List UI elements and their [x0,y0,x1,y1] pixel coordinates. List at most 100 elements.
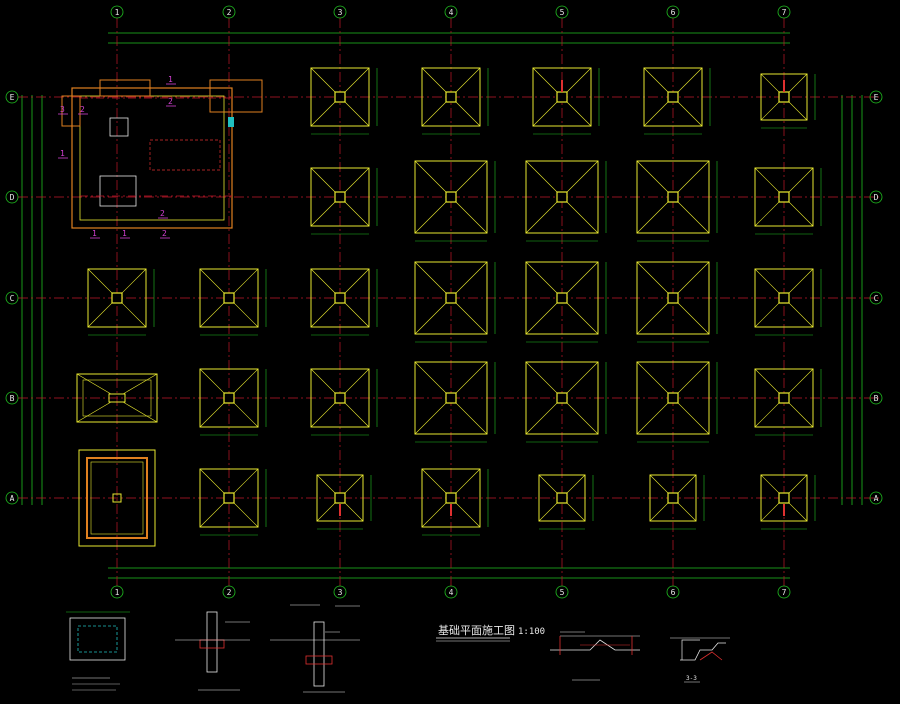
section-marker-5: 1 [92,229,97,238]
footing-7D [754,167,822,235]
axis-bubble-left-B-label: B [10,394,15,403]
axis-bubble-left-E-circle [5,90,19,104]
footing-3B [310,368,378,436]
footing-1A [78,449,156,547]
axis-bubble-top-7-circle [777,5,791,19]
section-marker-6: 2 [160,209,165,218]
axis-bubble-right-D-label: D [874,193,879,202]
axis-bubble-left-D-circle [5,190,19,204]
axis-bubble-top-3-circle [333,5,347,19]
axis-bubble-left-E-label: E [10,93,15,102]
axis-bubble-top-1-label: 1 [115,8,120,17]
footing-2A [199,468,267,536]
pit-top-right-notch [209,79,263,113]
axis-bubble-top-5-label: 5 [560,8,565,17]
axis-bubble-left-C-circle [5,291,19,305]
footing-1C [87,268,155,336]
bottom-dimension-lines [108,567,790,579]
axis-bubble-top-4-circle [444,5,458,19]
footing-6A [649,474,705,530]
section-marker-3: 3 [60,105,65,114]
axis-bubble-bottom-3-label: 3 [338,588,343,597]
axis-bubble-right-C-label: C [874,294,879,303]
axis-bubble-bottom-1-circle [110,585,124,599]
section-marker-7: 2 [162,229,167,238]
plan-title: 基础平面施工图 [438,624,515,637]
footing-4D [414,160,496,242]
axis-bubble-bottom-7-label: 7 [782,588,787,597]
footing-5C [525,261,607,343]
pit-outline [71,87,233,229]
axis-bubble-bottom-4-circle [444,585,458,599]
axis-bubble-left-D-label: D [10,193,15,202]
pit-column-2 [99,175,137,207]
axis-bubble-bottom-2-circle [222,585,236,599]
axis-bubble-right-B-label: B [874,394,879,403]
axis-bubble-bottom-7-circle [777,585,791,599]
right-dimension-lines [841,95,863,505]
pit-inner-outline [79,95,225,221]
axis-bubble-top-1-circle [110,5,124,19]
axis-bubble-left-C-label: C [10,294,15,303]
axis-bubble-top-6-label: 6 [671,8,676,17]
detail-trench-section [550,631,640,681]
axis-bubble-right-C-circle [869,291,883,305]
footing-2C [199,268,267,336]
section-marker-4: 1 [60,149,65,158]
axis-bubble-bottom-1-label: 1 [115,588,120,597]
axis-bubble-bottom-5-circle [555,585,569,599]
plan-scale: 1:100 [518,627,545,637]
axis-bubble-right-E-label: E [874,93,879,102]
axis-bubble-left-B-circle [5,391,19,405]
axis-bubble-bottom-2-label: 2 [227,588,232,597]
footing-3A [316,474,372,530]
footing-5A [538,474,594,530]
section-marker-0: 1 [168,75,173,84]
axis-bubble-top-2-circle [222,5,236,19]
detail-wall-section-2 [270,604,360,693]
pit-dashed-zone [149,139,221,171]
footing-3C [310,268,378,336]
axis-bubble-right-D-circle [869,190,883,204]
detail-e-title: 3-3 [686,675,697,682]
footing-6E [643,67,711,135]
top-dimension-lines [108,32,790,44]
pit-foundation-detail [61,79,263,229]
footing-7C [754,268,822,336]
detail-pit-plan [66,611,130,691]
footing-5B [525,361,607,443]
axis-bubble-top-2-label: 2 [227,8,232,17]
pit-left-notch [61,95,81,127]
axis-bubble-top-3-label: 3 [338,8,343,17]
footing-4B [414,361,496,443]
axis-bubble-bottom-3-circle [333,585,347,599]
axis-bubble-left-A-circle [5,491,19,505]
detail-wall-section-1 [175,611,250,691]
footing-6C [636,261,718,343]
axis-bubble-bottom-6-label: 6 [671,588,676,597]
axis-bubble-right-B-circle [869,391,883,405]
footings-layer [76,67,822,547]
footing-5E [532,67,600,135]
pit-top-notch [99,79,151,97]
footing-7A [760,474,816,530]
footing-3D [310,167,378,235]
axis-bubble-top-7-label: 7 [782,8,787,17]
footing-1B [76,373,158,423]
footing-4E [421,67,489,135]
axis-bubble-bottom-6-circle [666,585,680,599]
footing-4C [414,261,496,343]
axis-bubble-top-5-circle [555,5,569,19]
axis-bubble-left-A-label: A [10,494,15,503]
axis-bubble-bottom-5-label: 5 [560,588,565,597]
section-marker-2: 2 [80,105,85,114]
footing-6D [636,160,718,242]
detail-section-3-3: 3-3 [670,637,730,683]
footing-4A [421,468,489,536]
footing-5D [525,160,607,242]
footing-2B [199,368,267,436]
